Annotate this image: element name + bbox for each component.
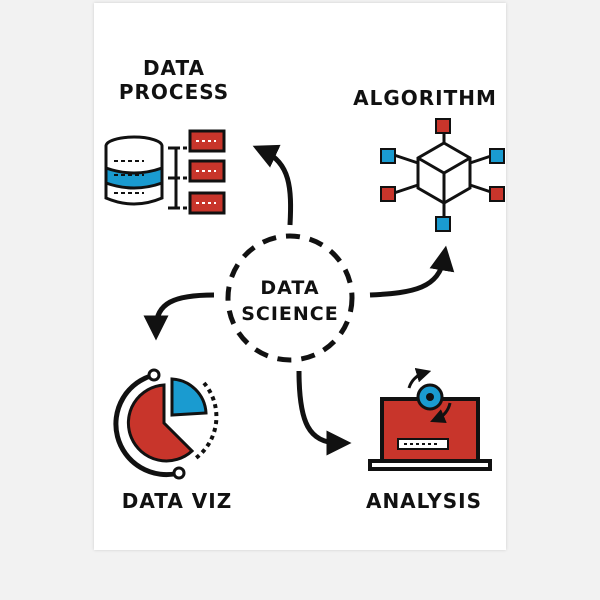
arrow-to-data-process (252, 144, 294, 226)
arrow-to-algorithm (369, 245, 455, 298)
data-process-label: DATA PROCESS (114, 56, 234, 104)
poster: DATA PROCESS ALGORITHM DATA VIZ ANALYSIS… (94, 3, 506, 550)
diagram-canvas (104, 118, 505, 480)
algorithm-cube-icon (380, 118, 505, 232)
center-label: DATA SCIENCE (228, 275, 352, 327)
laptop-analysis-icon (368, 367, 492, 471)
arrow-to-analysis (296, 370, 352, 456)
center-line1: DATA (260, 277, 320, 299)
data-process-line1: DATA (142, 56, 206, 80)
data-process-line2: PROCESS (118, 80, 230, 104)
algorithm-label: ALGORITHM (353, 86, 497, 110)
data-viz-label: DATA VIZ (121, 489, 233, 513)
arrow-to-data-viz (143, 292, 215, 341)
center-line2: SCIENCE (241, 303, 339, 325)
pie-chart-icon (113, 368, 219, 480)
database-icon (104, 129, 226, 215)
analysis-label: ANALYSIS (365, 489, 483, 513)
center-dashed-circle (225, 233, 355, 363)
